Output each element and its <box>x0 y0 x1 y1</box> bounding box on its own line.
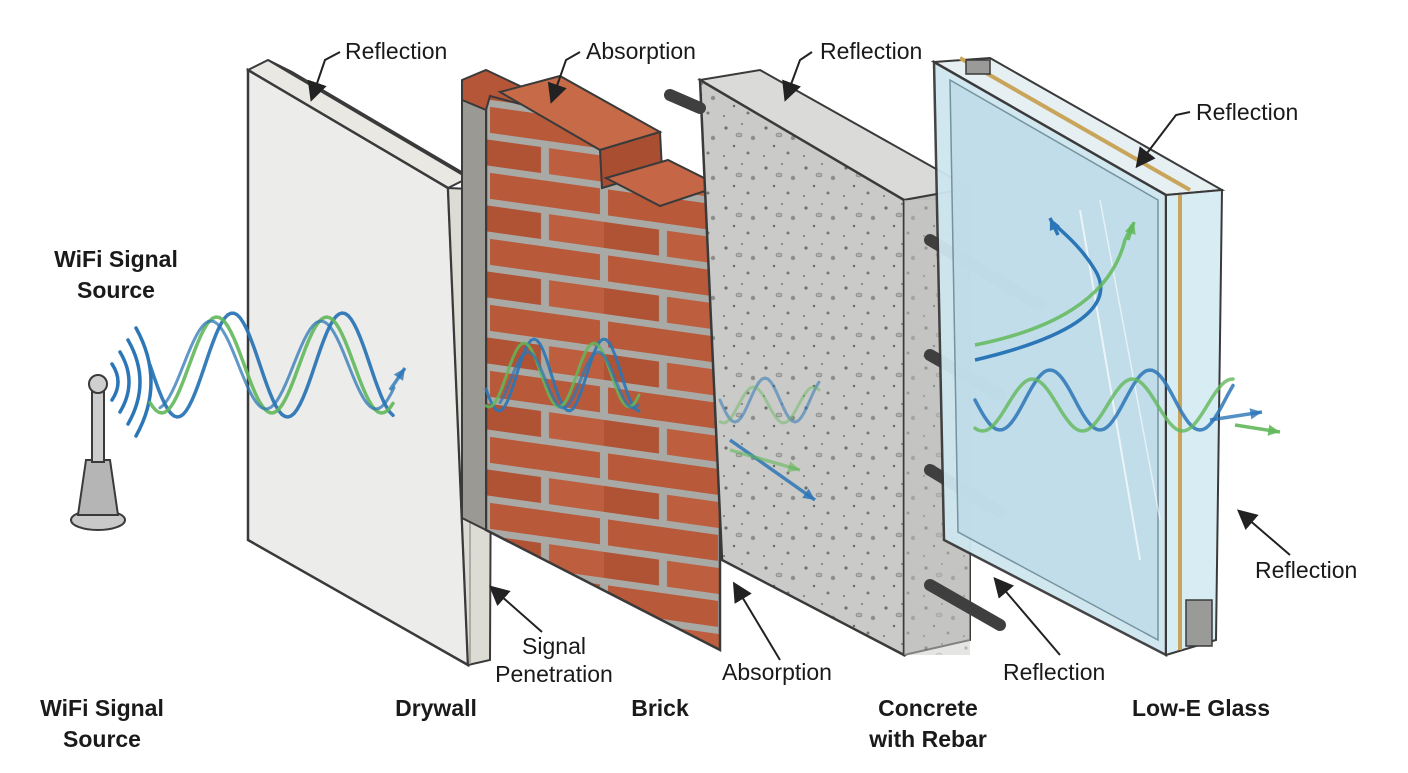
brick-label: Brick <box>631 695 689 721</box>
arrow-icon <box>393 368 405 381</box>
signal-wave <box>148 311 395 419</box>
reflection-concrete-bottom-annotation: Reflection <box>1003 659 1106 685</box>
signal-wave <box>484 341 641 409</box>
signal-arcs-icon <box>110 326 153 438</box>
signal-wave <box>718 376 821 424</box>
brick-wall <box>461 68 723 653</box>
signal-wave <box>498 350 640 410</box>
signal-wave <box>148 315 395 415</box>
arrow-icon <box>802 488 815 500</box>
reflection-glass-right-annotation: Reflection <box>1255 557 1358 583</box>
signal-wave <box>973 368 1235 432</box>
antenna-icon <box>70 374 126 531</box>
absorption-brick-annotation: Absorption <box>586 38 696 64</box>
signal-wave <box>718 385 821 425</box>
arrow-icon <box>1124 222 1136 235</box>
arrow-icon <box>729 448 801 472</box>
arrow-icon <box>728 438 817 502</box>
arrow-icon <box>1267 424 1280 436</box>
signal-wave <box>973 377 1235 433</box>
concrete-wall <box>697 68 973 658</box>
low-e-glass-panel <box>930 56 1226 658</box>
reflection-drywall-annotation: Reflection <box>345 38 448 64</box>
drywall-label: Drywall <box>395 695 477 721</box>
arrow-icon <box>787 461 800 473</box>
signal-waves <box>148 217 1281 502</box>
concrete-label: Concrete with Rebar <box>869 695 987 752</box>
reflection-wave <box>974 224 1134 347</box>
wifi-source-label-bottom: WiFi Signal Source <box>40 695 164 752</box>
signal-wave <box>158 319 396 411</box>
wifi-source-label-top: WiFi Signal Source <box>54 246 178 303</box>
absorption-concrete-bottom-annotation: Absorption <box>722 659 832 685</box>
signal-penetration-annotation: Signal Penetration <box>495 633 613 687</box>
arrow-icon <box>1249 408 1262 420</box>
arrow-icon <box>1049 218 1061 231</box>
annotation-arrows <box>307 51 1291 661</box>
low-e-glass-label: Low-E Glass <box>1131 695 1271 721</box>
reflection-concrete-top-annotation: Reflection <box>820 38 923 64</box>
reflection-glass-top-annotation: Reflection <box>1196 99 1299 125</box>
